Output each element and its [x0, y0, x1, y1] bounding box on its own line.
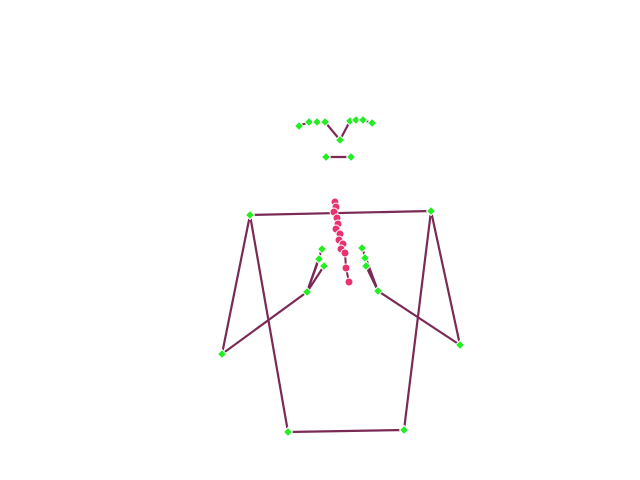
joint-eyeR4 — [366, 117, 378, 129]
joint-wrR — [372, 285, 384, 297]
bone-shL-hipL — [248, 213, 290, 434]
center-keypoint-12 — [344, 277, 354, 287]
joint-hR1 — [356, 242, 368, 254]
bone-wrL-hL2 — [305, 257, 321, 294]
joint-eyeR2 — [350, 114, 362, 126]
joint-elR — [454, 339, 466, 351]
joint-hL3 — [318, 260, 330, 272]
center-keypoint-10 — [340, 248, 350, 258]
skeleton-bones — [220, 118, 462, 434]
joint-eyeL4 — [319, 116, 331, 128]
bone-wrL-hL3 — [305, 264, 326, 294]
bone-shL-elL — [220, 213, 252, 356]
joint-eyeL3 — [311, 116, 323, 128]
joint-hipL — [282, 426, 294, 438]
joint-shL — [244, 209, 256, 221]
bone-hipL-hipR — [286, 428, 406, 434]
bone-elL-wrL — [220, 290, 309, 356]
joint-nose — [334, 134, 346, 146]
bone-eyeL4-nose — [323, 120, 342, 142]
joint-mouthL — [320, 151, 332, 163]
joint-wrL — [301, 286, 313, 298]
joint-hR3 — [360, 260, 372, 272]
joint-hR2 — [359, 252, 371, 264]
center-keypoint-11 — [341, 263, 351, 273]
joint-eyeR3 — [357, 114, 369, 126]
bone-shR-hipR — [402, 209, 433, 432]
bone-shL-shR — [248, 209, 433, 217]
bone-elR-wrR — [376, 289, 462, 347]
joint-elL — [216, 348, 228, 360]
bone-wrR-hR3 — [364, 264, 380, 293]
center-keypoints — [329, 197, 354, 287]
joint-mouthR — [345, 151, 357, 163]
bone-shR-elR — [429, 209, 462, 347]
joint-hL1 — [316, 243, 328, 255]
skeleton-joints — [216, 114, 466, 438]
joint-shR — [425, 205, 437, 217]
joint-eyeL1 — [293, 120, 305, 132]
joint-hL2 — [313, 253, 325, 265]
joint-hipR — [398, 424, 410, 436]
joint-eyeL2 — [303, 116, 315, 128]
